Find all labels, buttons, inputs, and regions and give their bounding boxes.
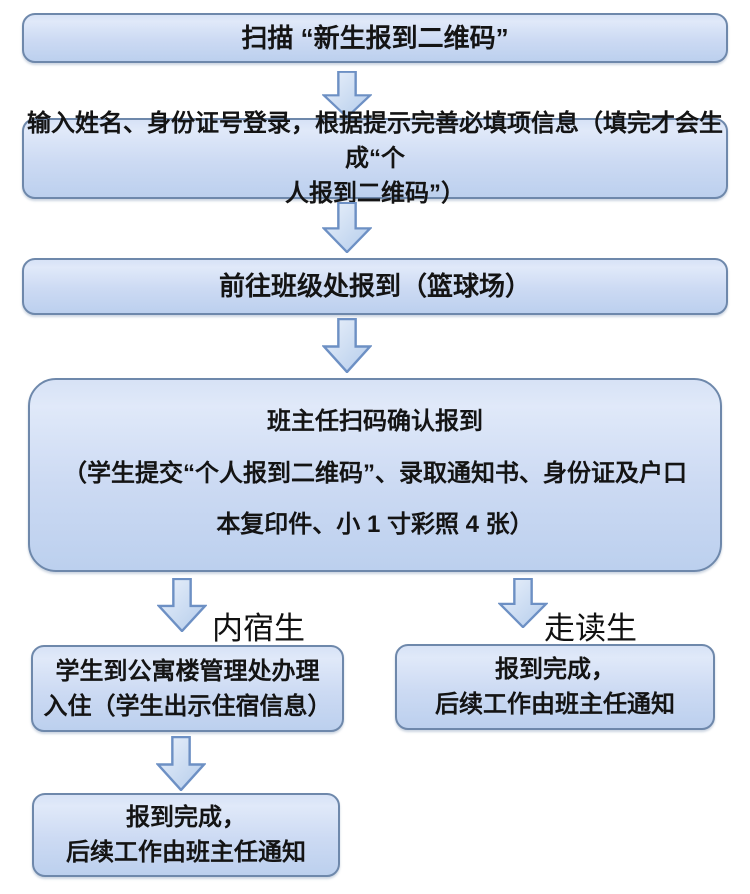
- step-scan-qr-text: 扫描 “新生报到二维码”: [241, 22, 509, 53]
- step-go-to-class-text: 前往班级处报到（篮球场）: [218, 271, 531, 301]
- arrow-down-icon: [322, 71, 372, 118]
- step-teacher-confirm-line2: （学生提交“个人报到二维码”、录取通知书、身份证及户口: [63, 459, 687, 487]
- arrow-down-icon: [322, 318, 372, 373]
- step-boarder-checkin-line2: 入住（学生出示住宿信息）: [43, 692, 332, 720]
- step-day-student-done-line1: 报到完成，: [495, 656, 615, 683]
- step-boarder-done-line2: 后续工作由班主任通知: [66, 839, 306, 866]
- step-teacher-confirm-line1: 班主任扫码确认报到: [267, 408, 483, 435]
- step-go-to-class-box: 前往班级处报到（篮球场）: [22, 258, 728, 315]
- step-boarder-done-line1: 报到完成，: [126, 804, 246, 831]
- step-teacher-confirm-box: 班主任扫码确认报到 （学生提交“个人报到二维码”、录取通知书、身份证及户口 本复…: [28, 378, 722, 572]
- branch-label-boarder: 内宿生: [212, 611, 305, 646]
- step-boarder-done-box: 报到完成， 后续工作由班主任通知: [32, 793, 340, 877]
- step-day-student-done-line2: 后续工作由班主任通知: [435, 691, 675, 718]
- arrow-down-icon: [156, 736, 206, 791]
- step-boarder-checkin-box: 学生到公寓楼管理处办理 入住（学生出示住宿信息）: [31, 645, 344, 732]
- step-boarder-checkin-line1: 学生到公寓楼管理处办理: [55, 657, 320, 685]
- step-teacher-confirm-line3: 本复印件、小 1 寸彩照 4 张）: [216, 511, 534, 538]
- step-scan-qr-box: 扫描 “新生报到二维码”: [22, 13, 728, 63]
- step-day-student-done-box: 报到完成， 后续工作由班主任通知: [395, 644, 715, 730]
- arrow-down-icon: [322, 202, 372, 253]
- branch-label-day-student: 走读生: [544, 611, 637, 646]
- step-login-text-line1: 输入姓名、身份证号登录，根据提示完善必填项信息（填完才会生成“个: [27, 110, 723, 172]
- step-login-text-line2: 人报到二维码”）: [285, 180, 465, 207]
- step-login-box: 输入姓名、身份证号登录，根据提示完善必填项信息（填完才会生成“个 人报到二维码”…: [22, 110, 728, 207]
- arrow-down-icon: [157, 578, 207, 632]
- arrow-down-icon: [498, 578, 548, 628]
